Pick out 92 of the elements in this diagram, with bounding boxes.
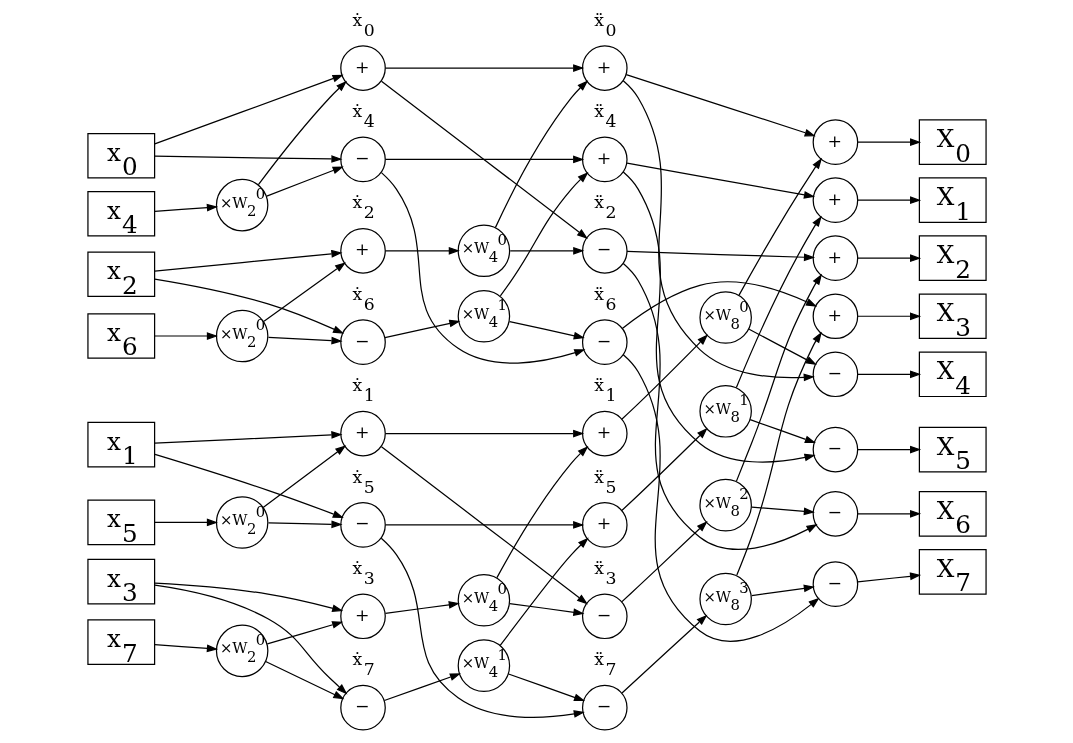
arrow <box>153 332 218 340</box>
arrow <box>264 660 344 700</box>
arrow <box>380 80 588 239</box>
arrow <box>153 431 342 444</box>
arrow <box>153 74 344 145</box>
arrow <box>153 643 218 653</box>
node-circle: − <box>581 227 628 274</box>
arrow <box>266 621 343 645</box>
arrow <box>625 74 816 137</box>
arrow <box>153 249 342 272</box>
node-circle: + <box>581 136 628 183</box>
arrow <box>735 215 822 389</box>
arrow <box>737 157 822 296</box>
arrow <box>384 600 460 615</box>
arrow <box>508 321 585 340</box>
arrow <box>620 427 708 512</box>
node-circle: + <box>581 45 628 91</box>
arrow <box>750 584 815 597</box>
arrow <box>622 80 815 382</box>
arrow <box>856 254 921 263</box>
arrow <box>621 281 817 330</box>
arrow <box>856 196 921 205</box>
arrow <box>622 354 820 642</box>
node-circle: + <box>812 177 858 224</box>
arrow <box>499 537 589 647</box>
node-circle: − <box>581 593 628 640</box>
node-circle: + <box>339 410 386 457</box>
node-circle: − <box>339 684 386 731</box>
arrow <box>383 319 460 339</box>
arrow <box>380 446 588 605</box>
arrow <box>625 162 815 199</box>
node-circle: + <box>581 502 628 548</box>
arrow <box>735 331 822 576</box>
node-circle: − <box>812 490 858 537</box>
arrow <box>267 520 343 529</box>
arrow <box>384 429 584 438</box>
arrow <box>153 582 343 612</box>
arrow <box>384 155 584 164</box>
arrow <box>748 328 817 366</box>
arrow <box>380 537 585 718</box>
arrow <box>508 602 584 617</box>
arrow <box>856 572 921 583</box>
arrow <box>153 453 344 518</box>
arrow <box>494 80 588 229</box>
arrow <box>153 155 342 163</box>
arrow <box>856 370 921 379</box>
node-circle: + <box>812 119 858 165</box>
arrow <box>384 521 584 529</box>
arrow <box>380 172 585 364</box>
node-circle: − <box>581 684 628 731</box>
node-circle: + <box>339 45 386 91</box>
arrow <box>625 250 815 262</box>
arrow <box>856 312 921 321</box>
node-circle: − <box>812 561 858 607</box>
node-circle: + <box>339 593 386 640</box>
node-circle: + <box>812 235 858 282</box>
arrow <box>620 334 708 420</box>
arrow <box>499 171 588 297</box>
arrow <box>507 673 585 702</box>
arrow <box>735 273 822 482</box>
arrow <box>509 246 584 255</box>
arrow <box>267 336 343 345</box>
arrow <box>749 419 816 444</box>
node-circle: + <box>339 227 386 274</box>
node-circle: − <box>339 502 386 548</box>
arrow <box>856 445 921 454</box>
arrow <box>257 80 347 186</box>
node-circle: + <box>581 410 628 457</box>
node-circle: − <box>339 136 386 183</box>
arrow <box>262 262 346 322</box>
arrow <box>620 521 708 603</box>
arrow <box>495 445 588 579</box>
arrow <box>620 614 707 694</box>
arrow <box>153 518 218 527</box>
arrow <box>265 166 344 197</box>
arrow <box>153 278 344 334</box>
arrow <box>383 673 461 702</box>
arrow <box>622 262 818 550</box>
arrow <box>153 203 218 213</box>
arrow <box>856 509 921 518</box>
arrow <box>750 506 815 516</box>
node-circle: − <box>812 426 858 473</box>
arrow <box>262 445 346 508</box>
node-circle: − <box>581 319 628 365</box>
node-circle: + <box>812 293 858 340</box>
arrow <box>384 246 460 255</box>
arrow <box>622 171 816 463</box>
node-circle: − <box>812 351 858 398</box>
arrow <box>384 64 584 72</box>
arrow <box>856 138 921 147</box>
node-circle: − <box>339 319 386 365</box>
arrow <box>153 584 347 695</box>
